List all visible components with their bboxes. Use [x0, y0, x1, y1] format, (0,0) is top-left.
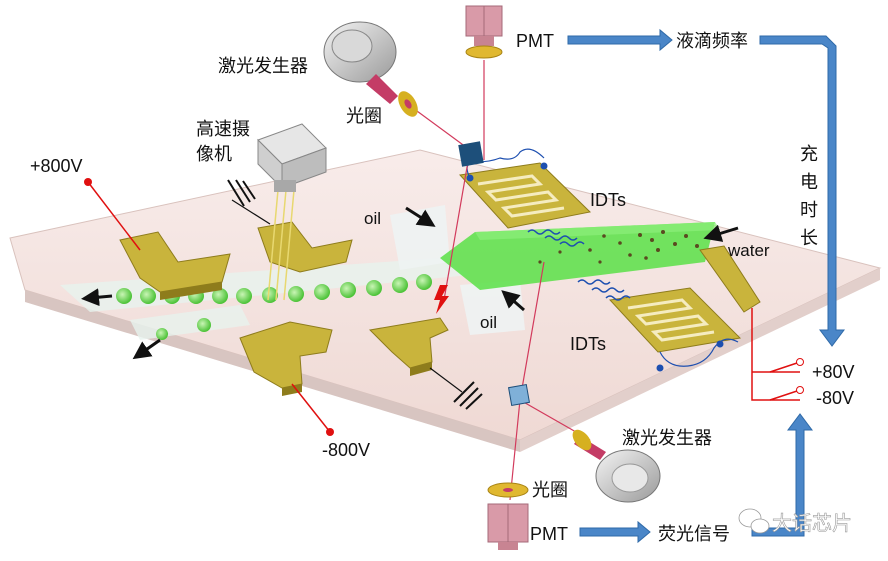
electrode-bottom-middle [368, 317, 449, 369]
label-charge-duration: 充 电 时 长 [800, 144, 818, 249]
watermark: 大话芯片 [738, 508, 852, 535]
label-minus800v: -800V [322, 440, 370, 460]
water-channel [440, 222, 720, 290]
svg-text:时: 时 [800, 200, 818, 221]
label-idts-top: IDTs [590, 190, 626, 210]
dichroic-cube-bottom [507, 383, 531, 407]
electrode-edges [160, 282, 432, 396]
label-aperture-top: 光圈 [346, 106, 382, 127]
lightning-icon [434, 285, 449, 314]
label-camera-line1: 高速摄 [196, 119, 250, 140]
terminal-minus800 [326, 428, 334, 436]
aperture-icon-bottom [487, 482, 529, 498]
label-oil-bottom: oil [480, 313, 497, 332]
electrode-top-left [119, 231, 231, 293]
arrow-pmt-to-freq [567, 28, 673, 52]
idt-bottom [608, 287, 742, 353]
terminal-plus800 [84, 178, 92, 186]
watermark-text: 大话芯片 [772, 511, 852, 535]
aperture-icon [398, 91, 418, 117]
label-minus80v: -80V [816, 388, 854, 408]
signal-arrows [567, 28, 845, 544]
svg-text:长: 长 [800, 228, 818, 249]
label-laser-bottom: 激光发生器 [622, 428, 712, 449]
idt-top [459, 162, 592, 229]
label-laser-top: 激光发生器 [218, 56, 308, 77]
camera-beams [267, 189, 295, 301]
electrode-bottom-left [239, 321, 333, 389]
voltage-wires [87, 181, 801, 433]
idt-contact-1 [466, 174, 474, 182]
label-idts-bottom: IDTs [570, 334, 606, 354]
arrow-pmt-to-fluor [579, 520, 651, 544]
idt-contact-2 [540, 162, 548, 170]
label-pmt-bottom: PMT [530, 524, 568, 544]
wechat-icon [738, 508, 770, 534]
pmt-icon [465, 5, 503, 59]
pmt-icon-bottom [487, 503, 529, 550]
laser-icon [323, 21, 398, 104]
electrode-right [699, 245, 761, 313]
acoustic-waves [527, 229, 631, 301]
arrow-freq-to-charge [759, 35, 845, 347]
label-oil-top: oil [364, 209, 381, 228]
label-camera-line2: 像机 [196, 144, 232, 165]
switch-minus80 [796, 386, 804, 394]
svg-text:电: 电 [800, 172, 818, 193]
label-pmt-top: PMT [516, 31, 554, 51]
label-water: water [727, 241, 770, 260]
laser-beams [401, 60, 591, 501]
camera-icon [257, 123, 327, 192]
label-plus80v: +80V [812, 362, 855, 382]
label-aperture-bottom: 光圈 [532, 480, 568, 501]
flow-arrows [81, 206, 739, 360]
idt-contact-4 [716, 340, 724, 348]
water-particles [538, 230, 699, 264]
label-droplet-frequency: 液滴频率 [676, 31, 748, 52]
ground-icon-bottom [429, 367, 483, 410]
ground-icon [227, 179, 271, 225]
svg-text:充: 充 [800, 144, 818, 165]
idt-contact-3 [656, 364, 664, 372]
laser-icon-bottom [572, 429, 661, 503]
label-plus800v: +800V [30, 156, 83, 176]
dichroic-cube-top [458, 141, 484, 167]
arrow-fluor-to-switch [751, 413, 813, 537]
switch-plus80 [796, 358, 804, 366]
label-fluorescence-signal: 荧光信号 [658, 524, 730, 545]
